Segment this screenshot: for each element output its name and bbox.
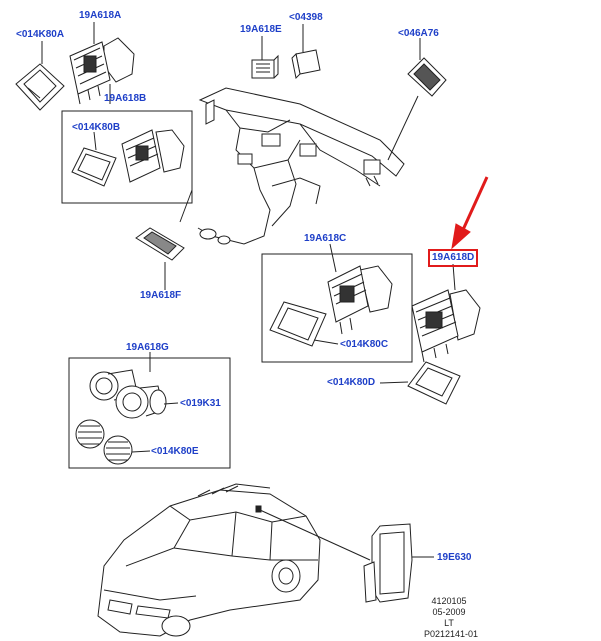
grille-19e630-drawing[interactable]	[363, 523, 413, 603]
module-19a618c-drawing[interactable]	[327, 265, 393, 335]
grille-046a76-drawing[interactable]	[407, 57, 447, 97]
reference-code: 4120105	[431, 596, 467, 606]
module-19a618a-drawing[interactable]	[69, 37, 135, 105]
module-19a618b-drawing[interactable]	[121, 129, 185, 183]
bezel-014k80d-drawing[interactable]	[407, 361, 461, 405]
callout-19a618d[interactable]: 19A618D	[428, 249, 479, 267]
bezel-014k80a-drawing[interactable]	[15, 63, 65, 111]
callout-19a618e[interactable]: 19A618E	[240, 24, 282, 35]
vehicle-drawing[interactable]	[97, 483, 321, 637]
bezel-014k80c-drawing[interactable]	[269, 301, 327, 347]
callout-014k80b[interactable]: <014K80B	[72, 122, 121, 133]
reference-lang: LT	[444, 618, 454, 628]
box-19a618b	[61, 110, 193, 204]
callout-19a618c[interactable]: 19A618C	[304, 233, 347, 244]
callout-014k80a[interactable]: <014K80A	[16, 29, 65, 40]
vent-19a618g-drawing[interactable]	[89, 369, 167, 419]
pointer-arrow	[451, 176, 489, 250]
callout-046a76[interactable]: <046A76	[398, 28, 439, 39]
bezel-014k80b-drawing[interactable]	[71, 147, 117, 187]
callout-04398[interactable]: <04398	[289, 12, 323, 23]
callout-19a618g[interactable]: 19A618G	[126, 342, 169, 353]
dashboard-duct-assembly-drawing[interactable]	[197, 87, 405, 245]
reference-part-number: P0212141-01	[423, 629, 479, 639]
switch-19a618e-drawing[interactable]	[251, 54, 279, 79]
reference-date: 05-2009	[432, 607, 466, 617]
callout-19e630[interactable]: 19E630	[437, 552, 472, 563]
cap-04398-drawing[interactable]	[291, 49, 321, 80]
callout-19a618b[interactable]: 19A618B	[104, 93, 147, 104]
leader-lines	[41, 22, 456, 561]
callout-19a618a[interactable]: 19A618A	[79, 10, 122, 21]
callout-014k80e[interactable]: <014K80E	[151, 446, 199, 457]
grille-014k80e-drawing[interactable]	[75, 419, 133, 465]
callout-014k80d[interactable]: <014K80D	[327, 377, 376, 388]
callout-19a618f[interactable]: 19A618F	[140, 290, 182, 301]
module-19a618d-drawing[interactable]	[411, 289, 481, 363]
callout-014k80c[interactable]: <014K80C	[340, 339, 389, 350]
vent-19a618f-drawing[interactable]	[135, 227, 185, 261]
callout-019k31[interactable]: <019K31	[180, 398, 221, 409]
